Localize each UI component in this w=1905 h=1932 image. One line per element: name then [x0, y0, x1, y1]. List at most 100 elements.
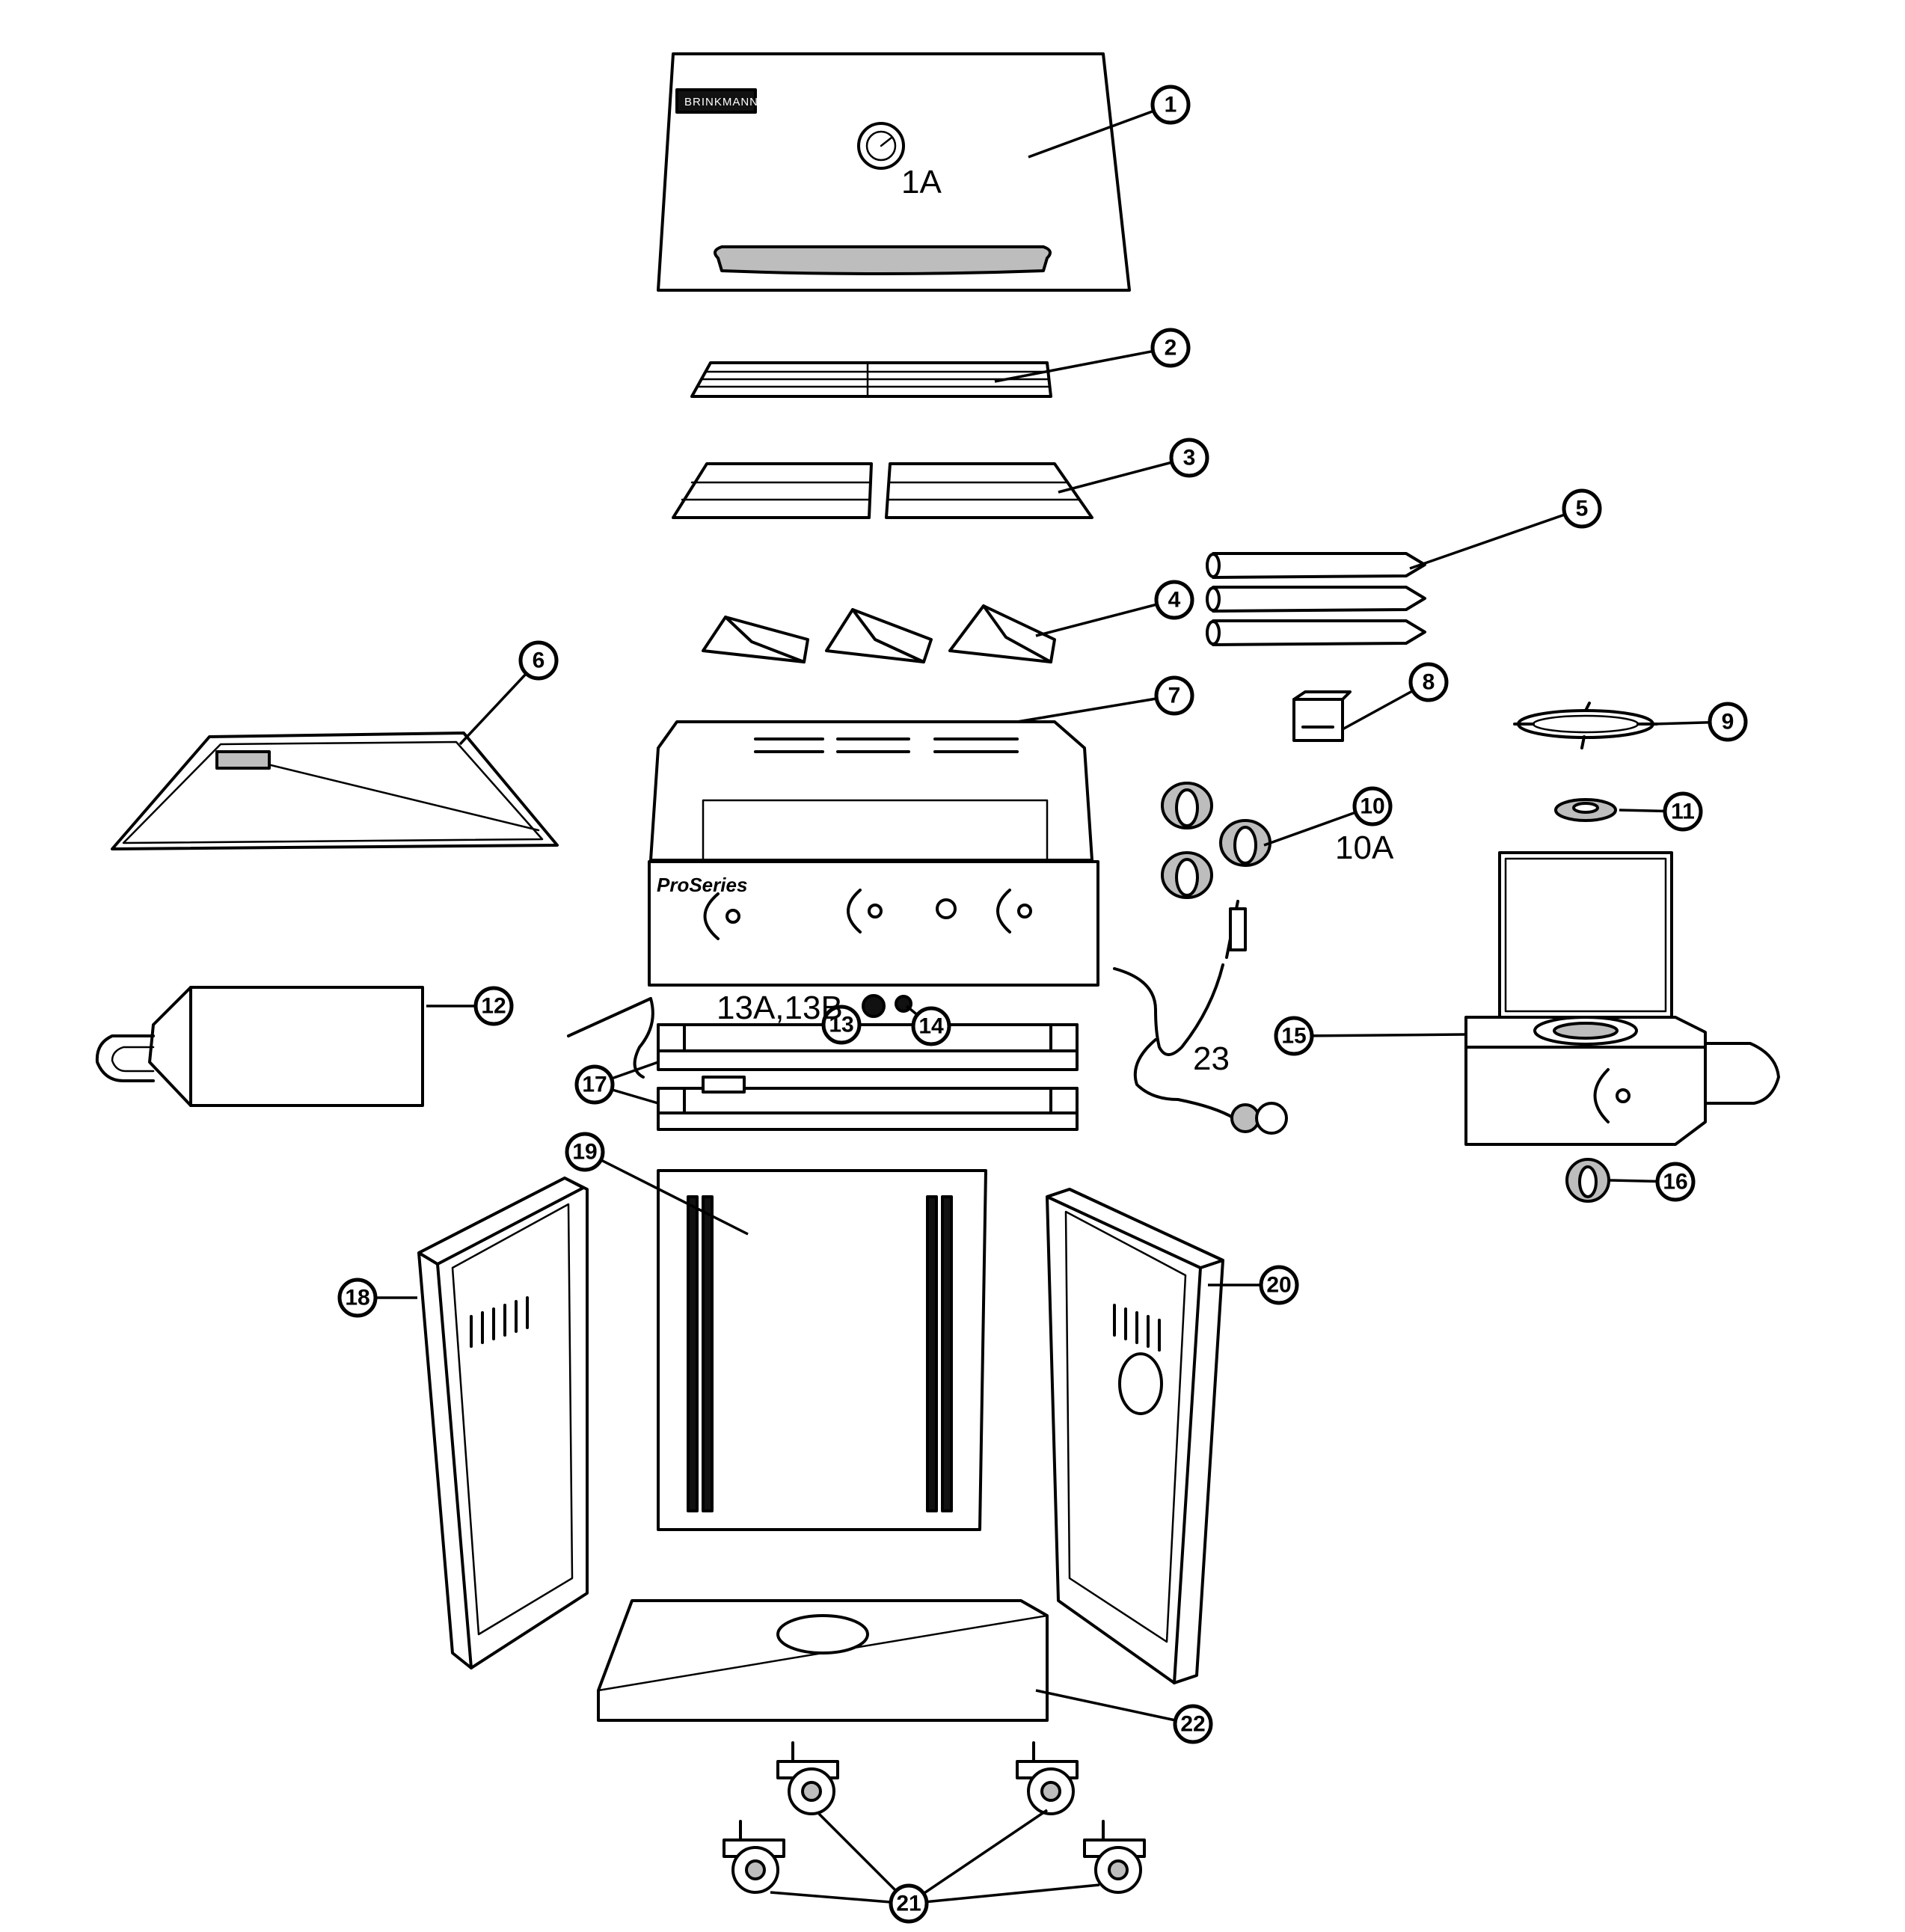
leader-line-21 [770, 1891, 909, 1905]
part-right-side-panel [1046, 1188, 1224, 1684]
control-panel-badge: ProSeries [657, 874, 747, 896]
part-gas-hose-regulator [1113, 900, 1288, 1135]
callout-number-4: 4 [1168, 588, 1181, 613]
callout-17: 17 [574, 1064, 615, 1105]
callout-circle-6 [518, 640, 559, 681]
callout-circle-21 [889, 1883, 929, 1924]
callout-circle-12 [473, 986, 514, 1026]
callout-number-14: 14 [918, 1014, 944, 1039]
callout-16: 16 [1655, 1162, 1696, 1202]
callout-number-16: 16 [1663, 1170, 1687, 1195]
leader-line-15 [1293, 1033, 1465, 1037]
callout-11: 11 [1663, 791, 1703, 832]
callout-circle-3 [1169, 438, 1209, 478]
control-panel [648, 860, 1099, 987]
part-igniter-wire [567, 997, 654, 1079]
callout-circle-18 [337, 1278, 378, 1318]
label-23: 23 [1193, 1040, 1230, 1077]
leader-line-21 [908, 1809, 1048, 1905]
callout-circle-7 [1154, 675, 1194, 716]
callout-19: 19 [565, 1132, 605, 1172]
callout-number-5: 5 [1576, 497, 1589, 521]
callout-circle-13 [821, 1005, 862, 1045]
part-side-burner-knob [1565, 1158, 1610, 1203]
part-igniter-box [1292, 690, 1352, 742]
callout-1: 1 [1150, 85, 1191, 125]
part-control-knobs [1161, 782, 1271, 899]
callout-number-3: 3 [1183, 446, 1196, 470]
lid-handle [714, 245, 1052, 275]
callout-number-9: 9 [1722, 710, 1734, 735]
part-lid: BRINKMANN [657, 52, 1131, 292]
callout-circle-19 [565, 1132, 605, 1172]
part-left-side-shelf [95, 986, 424, 1107]
label-13A-13B: 13A,13B [717, 990, 843, 1026]
leader-line-3 [1058, 456, 1190, 494]
leader-line-22 [1035, 1689, 1194, 1726]
part-cross-braces [657, 1023, 1079, 1131]
callout-circle-5 [1562, 488, 1602, 529]
callout-22: 22 [1173, 1704, 1213, 1744]
callout-12: 12 [473, 986, 514, 1026]
callout-circle-11 [1663, 791, 1703, 832]
leader-line-4 [1035, 598, 1175, 637]
leader-line-21 [817, 1812, 910, 1905]
callout-circle-8 [1408, 662, 1449, 702]
part-side-burner [1464, 851, 1780, 1146]
part-back-panel [657, 1169, 987, 1531]
label-10A: 10A [1335, 829, 1394, 866]
callout-number-20: 20 [1266, 1273, 1291, 1298]
callout-18: 18 [337, 1278, 378, 1318]
callout-number-21: 21 [896, 1892, 921, 1916]
callout-circle-17 [574, 1064, 615, 1105]
leader-line-19 [584, 1150, 749, 1236]
callout-number-17: 17 [582, 1073, 607, 1097]
part-side-burner-grate [1513, 702, 1658, 749]
callout-number-8: 8 [1423, 670, 1435, 695]
callout-number-15: 15 [1281, 1024, 1306, 1049]
callout-number-7: 7 [1168, 684, 1181, 708]
callout-number-1: 1 [1165, 93, 1177, 117]
callout-number-6: 6 [533, 648, 545, 673]
callout-3: 3 [1169, 438, 1209, 478]
callout-13: 13 [821, 1005, 862, 1045]
part-casters [723, 1741, 1146, 1894]
part-cooking-grates [672, 462, 1093, 519]
brand-plate [675, 88, 757, 114]
callout-circle-9 [1708, 702, 1748, 742]
callout-circle-14 [911, 1006, 951, 1046]
callout-number-2: 2 [1165, 336, 1177, 361]
callout-circle-22 [1173, 1704, 1213, 1744]
part-side-burner-cap [1554, 798, 1617, 822]
callout-number-18: 18 [345, 1286, 369, 1310]
callout-circle-2 [1150, 328, 1191, 368]
brand-plate-text: BRINKMANN [684, 96, 758, 108]
callout-7: 7 [1154, 675, 1194, 716]
label-1A: 1A [901, 164, 942, 200]
callout-8: 8 [1408, 662, 1449, 702]
callout-number-13: 13 [829, 1013, 853, 1037]
leader-line-7 [1016, 694, 1175, 723]
part-firebox: ProSeries [648, 720, 1099, 987]
callout-number-11: 11 [1671, 800, 1695, 824]
leader-line-1 [1028, 103, 1171, 159]
part-burners [1206, 552, 1426, 646]
part-warming-rack [690, 361, 1052, 398]
leader-line-21 [908, 1883, 1100, 1905]
callout-number-19: 19 [572, 1140, 597, 1165]
callout-circle-4 [1154, 580, 1194, 620]
callout-4: 4 [1154, 580, 1194, 620]
part-left-side-panel [417, 1177, 589, 1669]
callout-15: 15 [1274, 1016, 1314, 1056]
part-heat-tents [702, 604, 1056, 663]
callout-circle-15 [1274, 1016, 1314, 1056]
callout-circle-10 [1352, 786, 1393, 827]
callout-14: 14 [911, 1006, 951, 1046]
callout-circle-16 [1655, 1162, 1696, 1202]
part-igniter-button [862, 994, 912, 1018]
callout-20: 20 [1259, 1265, 1299, 1305]
callout-circle-20 [1259, 1265, 1299, 1305]
